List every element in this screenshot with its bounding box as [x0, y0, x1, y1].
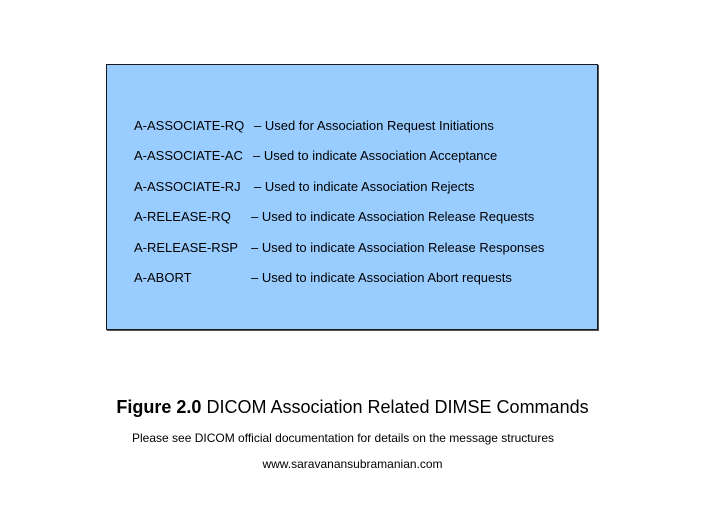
- dimse-commands-box: A-ASSOCIATE-RQ – Used for Association Re…: [106, 64, 598, 330]
- website-url: www.saravanansubramanian.com: [262, 457, 443, 471]
- command-description: – Used to indicate Association Abort req…: [251, 270, 512, 285]
- documentation-note: Please see DICOM official documentation …: [132, 431, 554, 445]
- command-description: – Used to indicate Association Rejects: [254, 179, 475, 194]
- command-name: A-ASSOCIATE-AC: [134, 148, 243, 163]
- figure-label: Figure 2.0: [116, 397, 202, 417]
- command-name: A-ASSOCIATE-RQ: [134, 118, 245, 133]
- command-name: A-RELEASE-RQ: [134, 209, 231, 224]
- command-description: – Used for Association Request Initiatio…: [254, 118, 494, 133]
- command-name: A-ABORT: [134, 270, 192, 285]
- figure-title: DICOM Association Related DIMSE Commands: [206, 397, 589, 417]
- command-description: – Used to indicate Association Release R…: [251, 240, 545, 255]
- figure-caption: Figure 2.0 DICOM Association Related DIM…: [0, 396, 705, 418]
- command-description: – Used to indicate Association Acceptanc…: [253, 148, 498, 163]
- command-name: A-RELEASE-RSP: [134, 240, 239, 255]
- command-description: – Used to indicate Association Release R…: [251, 209, 535, 224]
- command-name: A-ASSOCIATE-RJ: [134, 179, 241, 194]
